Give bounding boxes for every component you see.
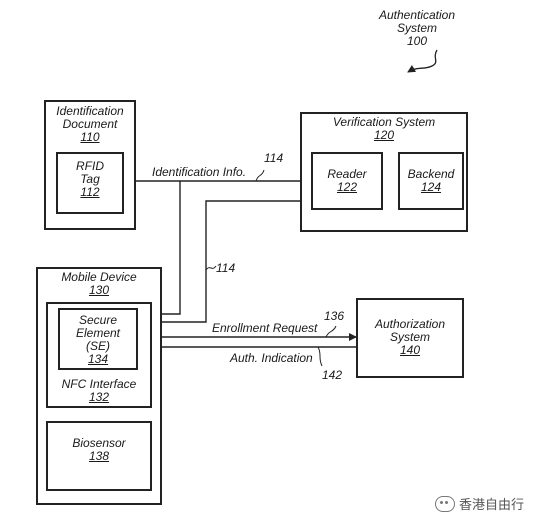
- auth-indication-ref: 142: [322, 368, 343, 382]
- reader-box: Reader 122: [311, 152, 383, 210]
- mobile-device-number: 130: [88, 283, 110, 297]
- auth-system-label: Authentication System 100: [372, 9, 462, 48]
- rfid-tag-label: RFID Tag 112: [58, 160, 122, 199]
- biosensor-number: 138: [88, 449, 110, 463]
- backend-box: Backend 124: [398, 152, 464, 210]
- biosensor-box: Biosensor 138: [46, 421, 152, 491]
- secure-element-number: 134: [87, 352, 109, 366]
- identification-info-ref: 114: [264, 151, 284, 165]
- id-document-number: 110: [80, 130, 100, 144]
- watermark: 香港自由行: [434, 494, 524, 513]
- mobile-device-box: Mobile Device 130 Secure Element (SE) 13…: [36, 267, 162, 505]
- verification-system-label: Verification System 120: [302, 116, 466, 142]
- auth-indication-label: Auth. Indication: [230, 351, 313, 365]
- enrollment-ref: 136: [324, 309, 345, 323]
- mobile-device-label: Mobile Device 130: [38, 271, 160, 297]
- secure-element-label: Secure Element (SE) 134: [60, 314, 136, 366]
- identification-info-label: Identification Info.: [152, 165, 247, 179]
- nfc-interface-box: Secure Element (SE) 134 NFC Interface 13…: [46, 302, 152, 408]
- wechat-icon: [434, 495, 455, 512]
- authorization-system-number: 140: [399, 343, 421, 357]
- ref-142-leader: [317, 346, 323, 367]
- ref-114-leader-top: [255, 169, 265, 182]
- auth-system-number: 100: [406, 34, 428, 48]
- secure-element-box: Secure Element (SE) 134: [58, 308, 138, 370]
- rfid-tag-number: 112: [80, 185, 100, 199]
- watermark-text: 香港自由行: [458, 498, 524, 513]
- authorization-system-label: Authorization System 140: [358, 318, 462, 357]
- identification-document-box: Identification Document 110 RFID Tag 112: [44, 100, 136, 230]
- reader-label: Reader 122: [313, 168, 381, 194]
- ref-136-leader: [325, 325, 337, 338]
- backend-number: 124: [420, 180, 442, 194]
- nfc-interface-number: 132: [88, 390, 110, 404]
- se-to-reader-line: [138, 197, 310, 323]
- verification-system-box: Verification System 120 Reader 122 Backe…: [300, 112, 468, 232]
- rfid-tag-box: RFID Tag 112: [56, 152, 124, 214]
- ref-114-leader-mid: [205, 265, 217, 271]
- backend-label: Backend 124: [400, 168, 462, 194]
- enrollment-request-label: Enrollment Request: [212, 321, 318, 335]
- authorization-system-box: Authorization System 140: [356, 298, 464, 378]
- reader-number: 122: [336, 180, 358, 194]
- system-pointer-arrow: [407, 49, 438, 73]
- nfc-interface-label: NFC Interface 132: [48, 378, 150, 404]
- id-document-label: Identification Document 110: [46, 105, 134, 144]
- verification-system-number: 120: [373, 128, 395, 142]
- mobile-link-ref: 114: [216, 261, 236, 275]
- biosensor-label: Biosensor 138: [48, 437, 150, 463]
